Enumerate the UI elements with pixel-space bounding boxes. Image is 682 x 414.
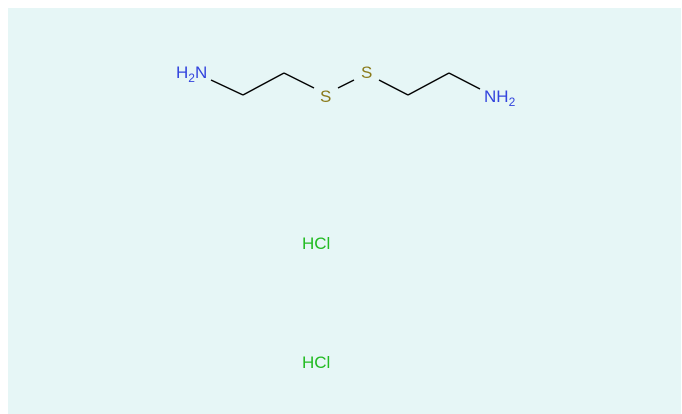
bond-c4-n2 — [448, 72, 481, 90]
bond-c1-c2 — [242, 72, 285, 96]
bond-s2-c3 — [378, 79, 409, 96]
bond-s1-s2 — [337, 79, 355, 89]
sulfur-atom-label: S — [361, 63, 372, 82]
bond-n1-c1 — [210, 79, 244, 96]
right-amine-label: NH2 — [484, 87, 516, 109]
bond-c3-c4 — [407, 72, 450, 96]
left-amine-label: H2N — [176, 63, 207, 85]
hcl-salt-label: HCl — [302, 234, 330, 253]
sulfur-atom-label: S — [320, 87, 331, 106]
bond-lines — [210, 72, 481, 96]
hcl-salt-label: HCl — [302, 353, 330, 372]
diagram-canvas — [8, 8, 681, 414]
bond-c2-s1 — [283, 72, 315, 89]
